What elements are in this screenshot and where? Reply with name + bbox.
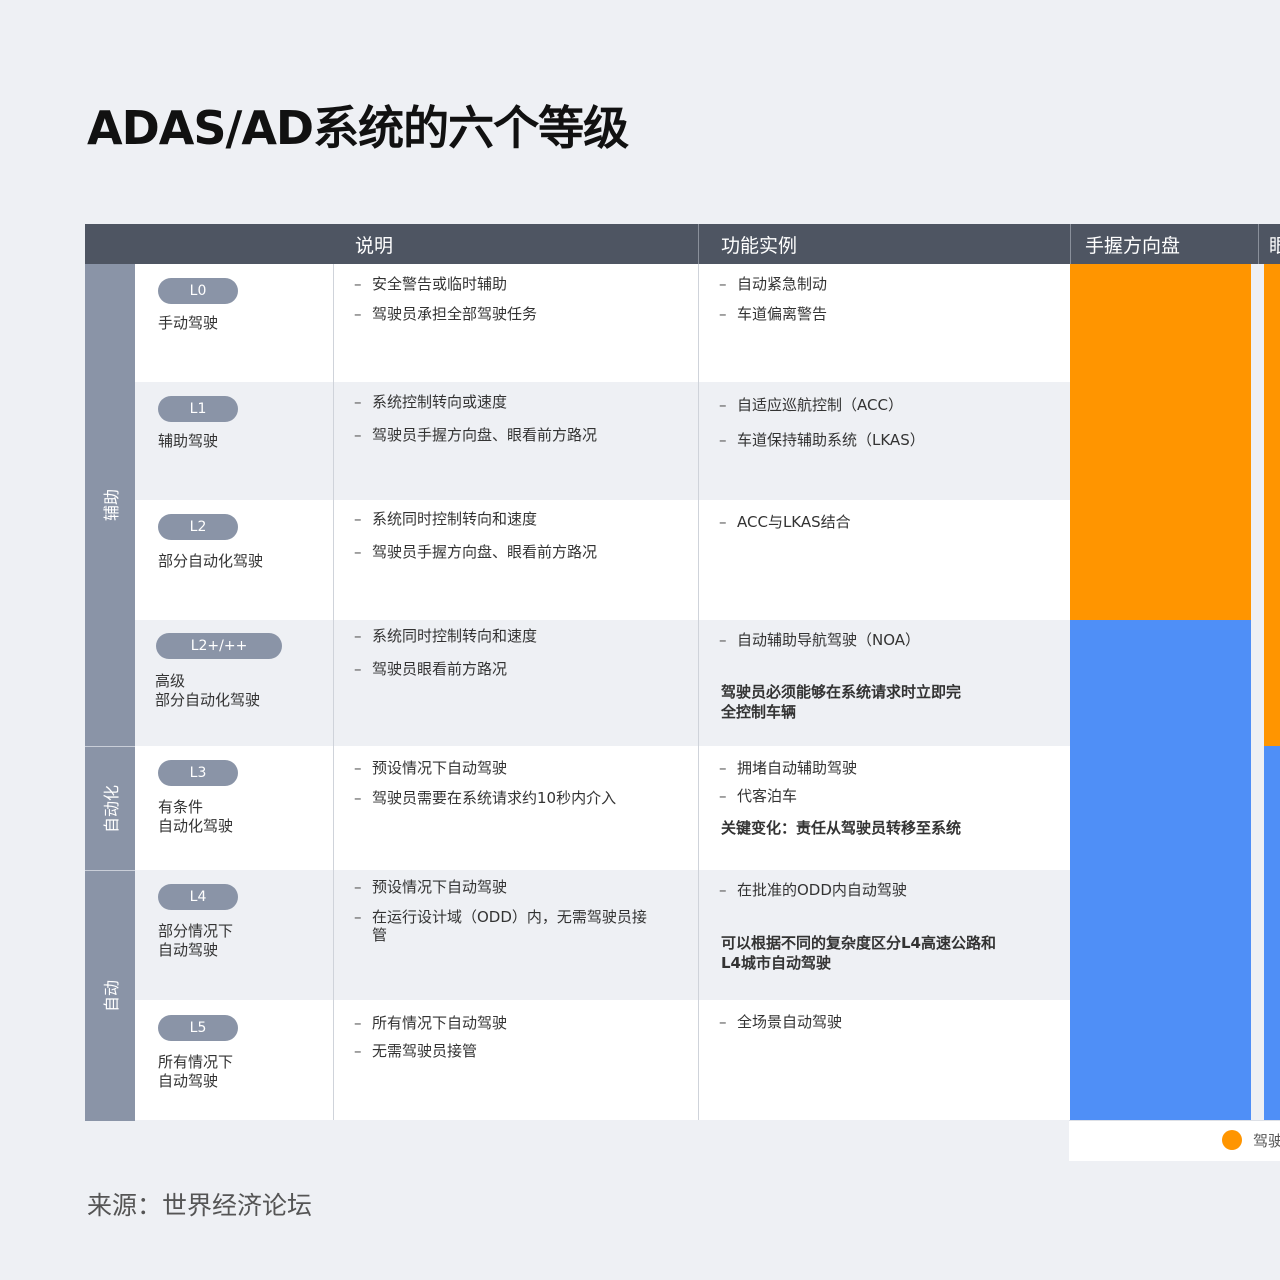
description-cell: –安全警告或临时辅助 –驾驶员承担全部驾驶任务	[333, 264, 698, 382]
level-badge: L3	[158, 760, 238, 786]
list-item: –全场景自动驾驶	[719, 1013, 843, 1031]
list-item: –自动紧急制动	[719, 275, 828, 293]
row-note: 关键变化：责任从驾驶员转移至系统	[721, 819, 962, 837]
level-name: 手动驾驶	[158, 314, 219, 332]
level-badge: L4	[158, 884, 238, 910]
category-automation: 自动化	[85, 746, 135, 871]
list-item: –驾驶员承担全部驾驶任务	[354, 305, 538, 323]
level-cell: L3 有条件 自动化驾驶	[135, 746, 333, 870]
list-item: –安全警告或临时辅助	[354, 275, 508, 293]
examples-cell: –自适应巡航控制（ACC） –车道保持辅助系统（LKAS）	[698, 382, 1070, 500]
legend-orange-dot	[1222, 1130, 1242, 1150]
level-cell: L5 所有情况下 自动驾驶	[135, 1000, 333, 1120]
row-note: 可以根据不同的复杂度区分L4高速公路和L4城市自动驾驶	[721, 934, 996, 972]
hands-off-bar	[1070, 620, 1251, 1120]
header-description: 说明	[355, 235, 394, 257]
hands-on-required-bar	[1070, 264, 1251, 620]
level-name: 所有情况下 自动驾驶	[158, 1053, 234, 1090]
list-item: –驾驶员需要在系统请求约10秒内介入	[354, 789, 617, 807]
source-note: 来源：世界经济论坛	[87, 1191, 313, 1220]
description-cell: –预设情况下自动驾驶 –驾驶员需要在系统请求约10秒内介入	[333, 746, 698, 870]
list-item: –系统同时控制转向和速度	[354, 510, 538, 528]
eyes-off-bar	[1264, 746, 1280, 1120]
description-cell: –预设情况下自动驾驶 –在运行设计域（ODD）内，无需驾驶员接管	[333, 870, 698, 1000]
category-label: 自动化	[101, 784, 121, 834]
header-examples: 功能实例	[698, 224, 1070, 264]
category-assist: 辅助	[85, 264, 135, 746]
level-cell: L2 部分自动化驾驶	[135, 500, 333, 620]
description-cell: –所有情况下自动驾驶 –无需驾驶员接管	[333, 1000, 698, 1120]
level-cell: L4 部分情况下 自动驾驶	[135, 870, 333, 1000]
level-badge: L2	[158, 514, 238, 540]
list-item: –驾驶员手握方向盘、眼看前方路况	[354, 426, 598, 444]
level-name: 部分情况下 自动驾驶	[158, 922, 234, 959]
table-row: L4 部分情况下 自动驾驶 –预设情况下自动驾驶 –在运行设计域（ODD）内，无…	[135, 870, 1070, 1000]
description-cell: –系统控制转向或速度 –驾驶员手握方向盘、眼看前方路况	[333, 382, 698, 500]
header-hands-on-wheel: 手握方向盘	[1070, 224, 1258, 264]
table-row: L1 辅助驾驶 –系统控制转向或速度 –驾驶员手握方向盘、眼看前方路况 –自适应…	[135, 382, 1070, 500]
table-row: L2+/++ 高级 部分自动化驾驶 –系统同时控制转向和速度 –驾驶员眼看前方路…	[135, 620, 1070, 746]
examples-cell: –自动紧急制动 –车道偏离警告	[698, 264, 1070, 382]
list-item: –自适应巡航控制（ACC）	[719, 396, 903, 414]
level-cell: L0 手动驾驶	[135, 264, 333, 382]
list-item: –代客泊车	[719, 787, 798, 805]
level-badge: L5	[158, 1015, 238, 1041]
level-name: 部分自动化驾驶	[158, 552, 264, 570]
category-label: 辅助	[101, 488, 121, 522]
list-item: –自动辅助导航驾驶（NOA）	[719, 631, 921, 649]
category-autonomous: 自动	[85, 870, 135, 1121]
legend-label: 驾驶	[1253, 1132, 1280, 1150]
category-label: 自动	[101, 979, 121, 1013]
table-row: L5 所有情况下 自动驾驶 –所有情况下自动驾驶 –无需驾驶员接管 –全场景自动…	[135, 1000, 1070, 1120]
eyes-on-required-bar	[1264, 264, 1280, 746]
list-item: –在批准的ODD内自动驾驶	[719, 881, 907, 899]
list-item: –所有情况下自动驾驶	[354, 1014, 508, 1032]
level-badge: L1	[158, 396, 238, 422]
description-cell: –系统同时控制转向和速度 –驾驶员手握方向盘、眼看前方路况	[333, 500, 698, 620]
examples-cell: –自动辅助导航驾驶（NOA） 驾驶员必须能够在系统请求时立即完全控制车辆	[698, 620, 1070, 746]
level-cell: L1 辅助驾驶	[135, 382, 333, 500]
examples-cell: –拥堵自动辅助驾驶 –代客泊车 关键变化：责任从驾驶员转移至系统	[698, 746, 1070, 870]
list-item: –ACC与LKAS结合	[719, 513, 851, 531]
list-item: –车道偏离警告	[719, 305, 828, 323]
table-row: L0 手动驾驶 –安全警告或临时辅助 –驾驶员承担全部驾驶任务 –自动紧急制动 …	[135, 264, 1070, 382]
list-item: –预设情况下自动驾驶	[354, 759, 508, 777]
list-item: –驾驶员眼看前方路况	[354, 660, 508, 678]
level-badge: L0	[158, 278, 238, 304]
examples-cell: –在批准的ODD内自动驾驶 可以根据不同的复杂度区分L4高速公路和L4城市自动驾…	[698, 870, 1070, 1000]
legend: 驾驶	[1069, 1120, 1280, 1161]
page-title: ADAS/AD系统的六个等级	[87, 101, 629, 155]
list-item: –预设情况下自动驾驶	[354, 878, 508, 896]
header-eyes: 眼	[1258, 224, 1280, 264]
list-item: –系统同时控制转向和速度	[354, 627, 538, 645]
table-header: 说明 功能实例 手握方向盘 眼	[85, 224, 1280, 264]
list-item: –无需驾驶员接管	[354, 1042, 478, 1060]
list-item: –系统控制转向或速度	[354, 393, 508, 411]
row-note: 驾驶员必须能够在系统请求时立即完全控制车辆	[721, 683, 962, 721]
examples-cell: –全场景自动驾驶	[698, 1000, 1070, 1120]
list-item: –拥堵自动辅助驾驶	[719, 759, 858, 777]
table-row: L3 有条件 自动化驾驶 –预设情况下自动驾驶 –驾驶员需要在系统请求约10秒内…	[135, 746, 1070, 870]
level-name: 辅助驾驶	[158, 432, 219, 450]
list-item: –在运行设计域（ODD）内，无需驾驶员接管	[354, 908, 647, 944]
list-item: –车道保持辅助系统（LKAS）	[719, 431, 925, 449]
list-item: –驾驶员手握方向盘、眼看前方路况	[354, 543, 598, 561]
level-name: 高级 部分自动化驾驶	[155, 672, 261, 709]
level-name: 有条件 自动化驾驶	[158, 798, 234, 835]
levels-table: 说明 功能实例 手握方向盘 眼 辅助 自动化 自动 L0 手动驾驶 –安全警告或…	[85, 224, 1280, 1121]
level-badge: L2+/++	[156, 633, 282, 659]
examples-cell: –ACC与LKAS结合	[698, 500, 1070, 620]
level-cell: L2+/++ 高级 部分自动化驾驶	[135, 620, 333, 746]
description-cell: –系统同时控制转向和速度 –驾驶员眼看前方路况	[333, 620, 698, 746]
table-row: L2 部分自动化驾驶 –系统同时控制转向和速度 –驾驶员手握方向盘、眼看前方路况…	[135, 500, 1070, 620]
